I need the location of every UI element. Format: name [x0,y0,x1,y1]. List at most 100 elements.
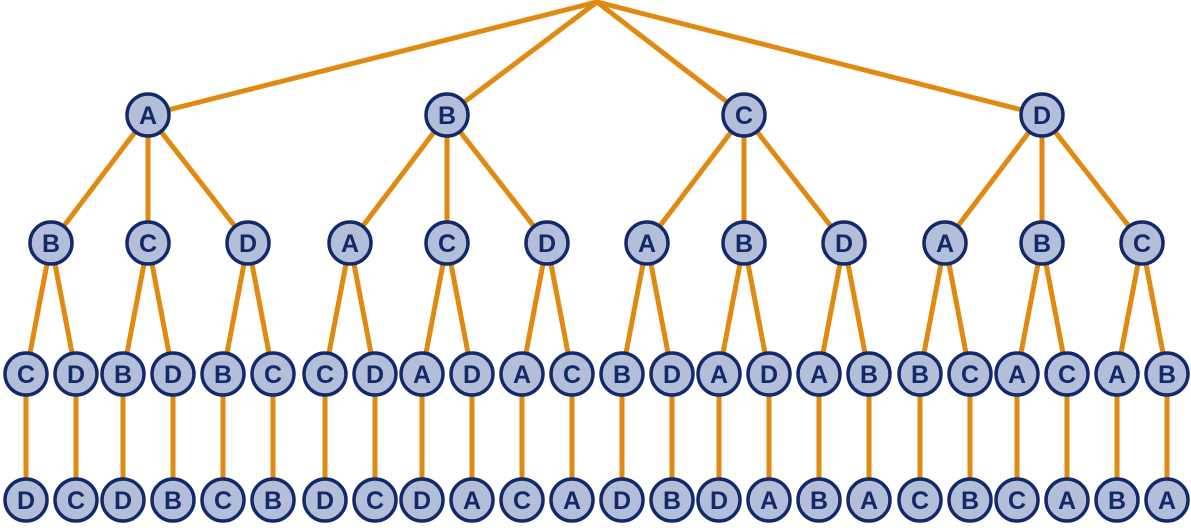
node-label: A [860,487,878,515]
node-level3: B [1144,351,1190,397]
edge-root-to-level1 [145,0,600,118]
node-label: D [835,230,853,258]
node-circle [449,351,495,397]
node-circle [696,477,742,523]
node-circle [1044,477,1090,523]
node-circle [649,351,695,397]
node-circle [846,477,892,523]
node-circle [524,220,570,266]
node-level3: D [746,351,792,397]
node-circle [549,351,595,397]
node-label: D [114,487,132,515]
node-level3: A [1094,351,1140,397]
node-level1: A [125,92,171,138]
node-circle [1119,220,1165,266]
node-label: A [1108,361,1126,389]
node-circle [796,477,842,523]
node-label: C [563,361,581,389]
node-circle [250,351,296,397]
node-level1: C [721,92,767,138]
tree-nodes: ABCDDCCBDDBDBCCBBACDDCCADDADACCACABDDBBA… [3,92,1190,523]
node-level2: D [225,220,271,266]
node-level4: A [449,477,495,523]
node-circle [499,477,545,523]
node-circle [3,477,49,523]
node-circle [200,477,246,523]
node-circle [1019,220,1065,266]
node-level3: A [499,351,545,397]
node-label: C [1133,230,1151,258]
node-level4: A [846,477,892,523]
node-label: D [710,487,728,515]
node-level3: A [696,351,742,397]
node-circle [947,477,993,523]
node-label: C [911,487,929,515]
node-circle [796,351,842,397]
edge-level1-to-level2 [145,112,251,246]
node-label: B [911,361,929,389]
node-label: A [1158,487,1176,515]
node-level2: C [125,220,171,266]
node-level4: D [696,477,742,523]
edge-level1-to-level2 [48,112,151,246]
node-label: C [1008,487,1026,515]
node-circle [125,220,171,266]
edge-root-to-level1 [594,0,747,118]
node-label: D [663,361,681,389]
node-circle [746,477,792,523]
node-level3: C [302,351,348,397]
node-label: B [1033,230,1051,258]
node-circle [28,220,74,266]
node-level2: D [821,220,867,266]
node-level2: D [524,220,570,266]
node-label: B [961,487,979,515]
node-level3: D [150,351,196,397]
node-level2: A [922,220,968,266]
node-circle [499,351,545,397]
node-label: A [513,361,531,389]
node-level3: A [399,351,445,397]
node-level4: B [947,477,993,523]
node-level3: C [250,351,296,397]
node-circle [897,477,943,523]
edge-root-to-level1 [594,0,1045,118]
node-label: C [961,361,979,389]
node-level2: A [327,220,373,266]
node-level3: B [200,351,246,397]
node-circle [721,92,767,138]
node-circle [424,92,470,138]
node-label: D [538,230,556,258]
node-level3: D [352,351,398,397]
node-level4: B [796,477,842,523]
node-label: D [413,487,431,515]
node-label: D [1033,102,1051,130]
node-level3: B [599,351,645,397]
node-level4: C [200,477,246,523]
edge-level1-to-level2 [347,112,450,246]
node-circle [150,477,196,523]
node-circle [399,477,445,523]
node-circle [53,477,99,523]
node-circle [1044,351,1090,397]
node-level4: D [100,477,146,523]
node-level3: D [53,351,99,397]
node-circle [399,351,445,397]
node-level4: D [302,477,348,523]
node-label: B [1108,487,1126,515]
node-circle [922,220,968,266]
node-circle [549,477,595,523]
node-level2: C [1119,220,1165,266]
node-level3: B [846,351,892,397]
node-level4: C [499,477,545,523]
node-label: C [366,487,384,515]
node-level1: D [1019,92,1065,138]
node-label: B [663,487,681,515]
edge-level1-to-level2 [741,112,847,246]
tree-edges [23,0,1170,503]
node-circle [302,351,348,397]
node-label: B [613,361,631,389]
node-circle [352,351,398,397]
node-level3: B [897,351,943,397]
node-level2: A [624,220,670,266]
